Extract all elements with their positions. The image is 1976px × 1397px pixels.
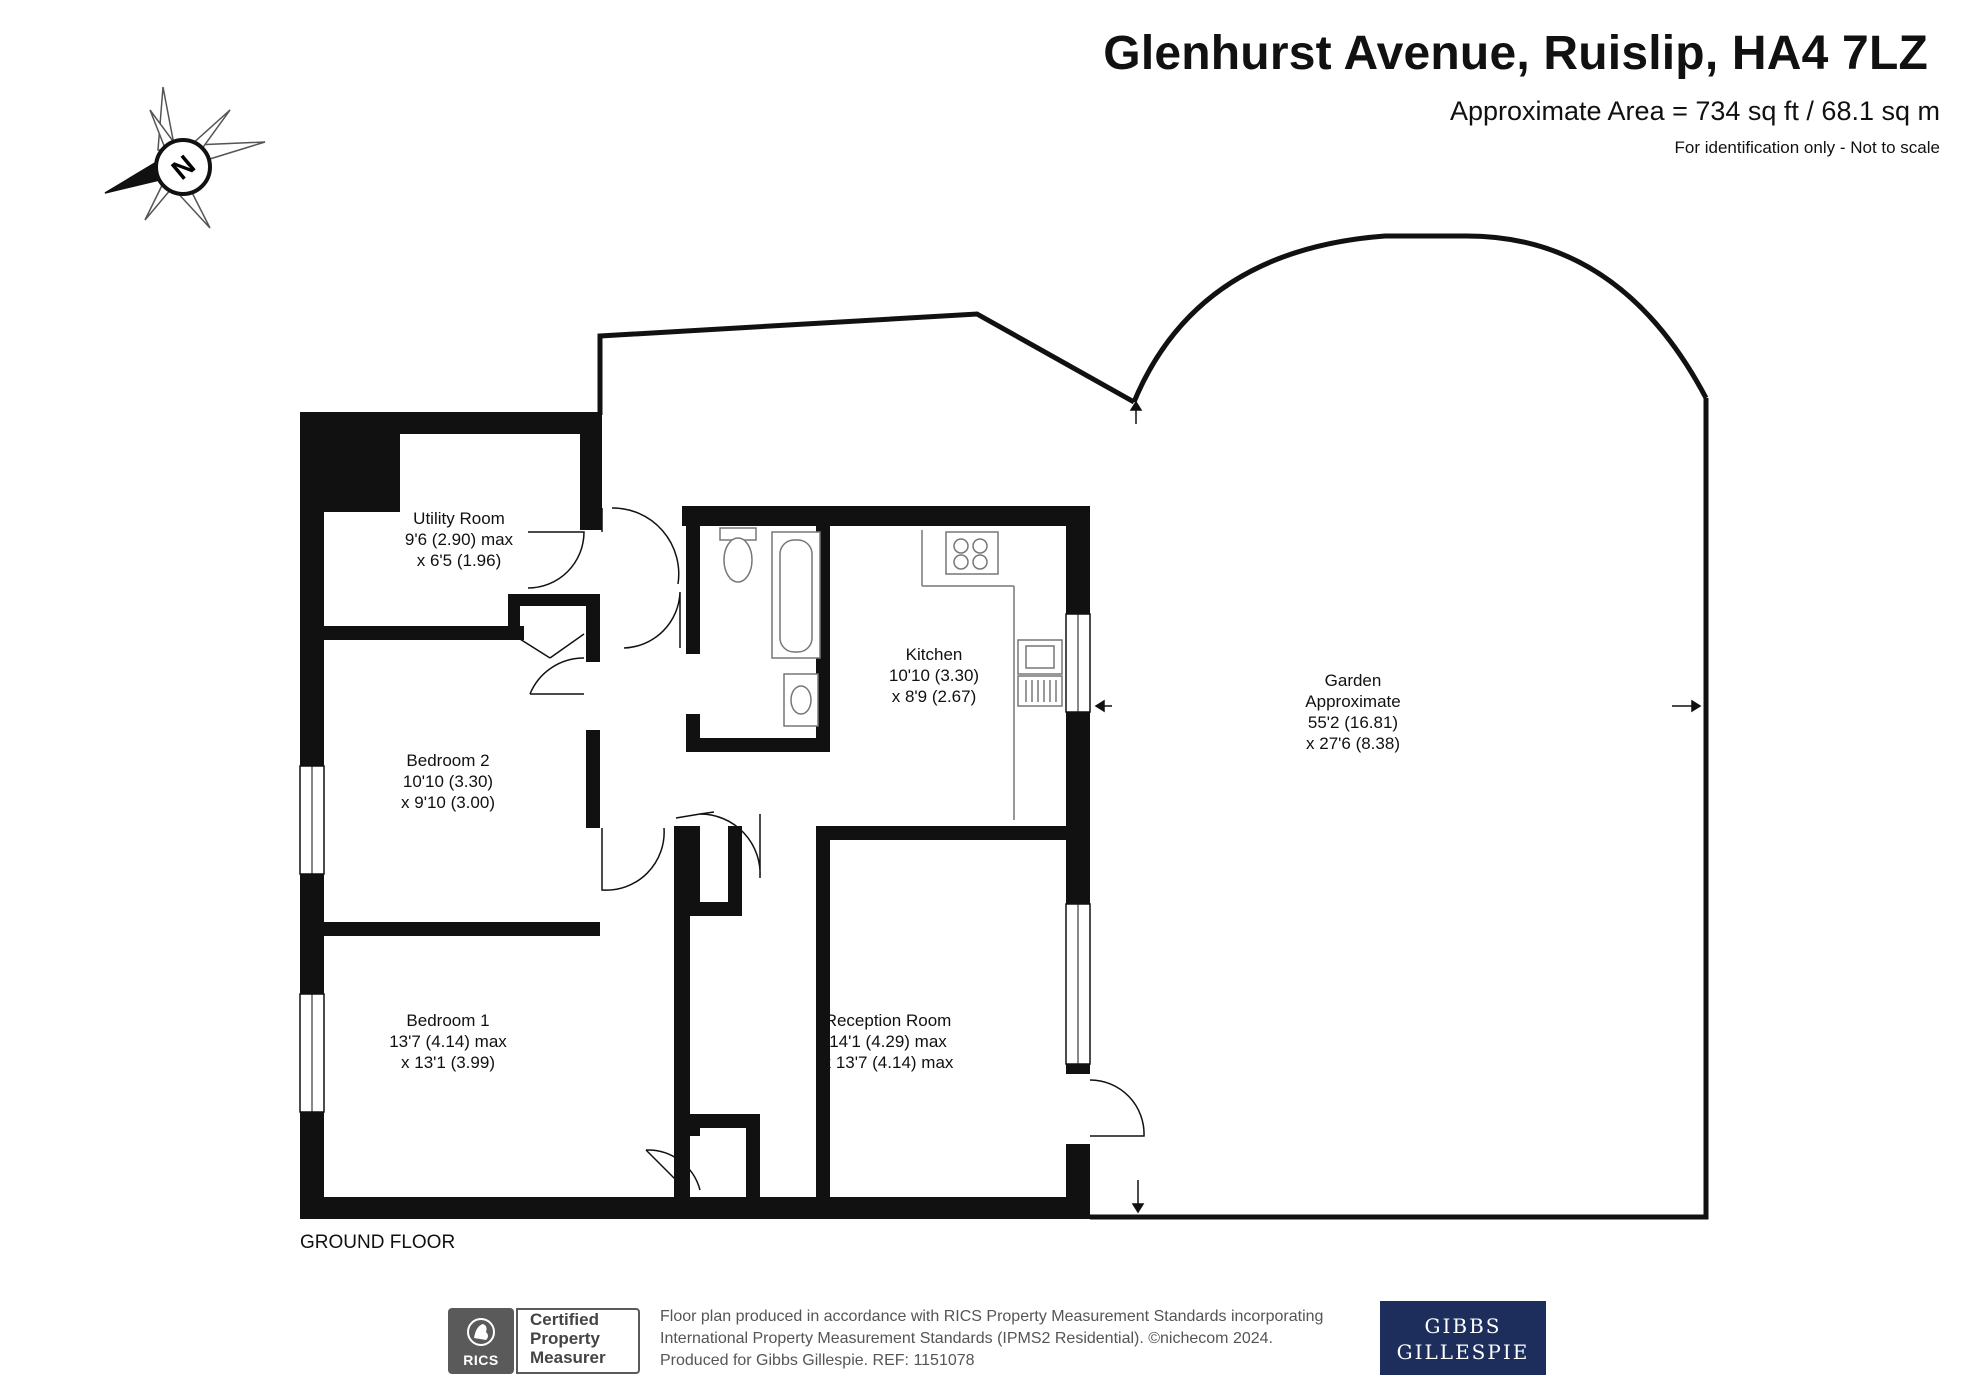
- certified-property-measurer: Certified Property Measurer: [516, 1308, 640, 1374]
- room-dimension: 9'6 (2.90) max: [404, 530, 514, 549]
- room-dimension: x 9'10 (3.00): [401, 793, 495, 812]
- brand-line: GIBBS: [1424, 1314, 1502, 1338]
- room-name: Utility Room: [413, 509, 505, 528]
- identification-note: For identification only - Not to scale: [1674, 138, 1940, 157]
- room-dimension: x 6'5 (1.96): [416, 551, 502, 570]
- compass-rose-icon: N: [104, 86, 266, 229]
- certified-line: Certified: [530, 1310, 599, 1329]
- room-label-utility: Utility Room 9'6 (2.90) max x 6'5 (1.96): [405, 508, 513, 571]
- certified-line: Measurer: [530, 1348, 606, 1367]
- room-dimension: x 8'9 (2.67): [891, 687, 977, 706]
- interior-walls: [324, 506, 1066, 1198]
- room-label-reception: Reception Room 14'1 (4.29) max x 13'7 (4…: [823, 1010, 954, 1073]
- room-name: Kitchen: [905, 645, 963, 664]
- room-dimension: 13'7 (4.14) max: [389, 1032, 507, 1051]
- kitchen-fixtures: [921, 530, 1063, 820]
- room-dimension: 10'10 (3.30): [888, 666, 980, 685]
- rics-logo: RICS: [448, 1308, 514, 1374]
- room-label-kitchen: Kitchen 10'10 (3.30) x 8'9 (2.67): [889, 644, 979, 707]
- room-dimension: 55'2 (16.81): [1307, 713, 1399, 732]
- certified-line: Property: [530, 1329, 600, 1348]
- rics-lion-icon: [467, 1318, 495, 1346]
- floor-label: GROUND FLOOR: [300, 1232, 456, 1253]
- room-label-bedroom-1: Bedroom 1 13'7 (4.14) max x 13'1 (3.99): [389, 1010, 507, 1073]
- doors: [511, 507, 1145, 1191]
- room-label-bedroom-2: Bedroom 2 10'10 (3.30) x 9'10 (3.00): [401, 750, 495, 813]
- room-note: Approximate: [1305, 692, 1401, 711]
- room-dimension: x 13'1 (3.99): [401, 1053, 495, 1072]
- disclaimer-line: Floor plan produced in accordance with R…: [660, 1308, 1324, 1325]
- room-name: Bedroom 1: [406, 1011, 490, 1030]
- room-dimension: x 27'6 (8.38): [1306, 734, 1400, 753]
- disclaimer-line: Produced for Gibbs Gillespie. REF: 11510…: [660, 1352, 975, 1369]
- room-dimension: 10'10 (3.30): [402, 772, 494, 791]
- room-dimension: 14'1 (4.29) max: [829, 1032, 947, 1051]
- bathroom-fixtures: [719, 527, 821, 727]
- disclaimer-line: International Property Measurement Stand…: [660, 1330, 1273, 1347]
- room-name: Reception Room: [824, 1011, 952, 1030]
- room-label-garden: Garden Approximate 55'2 (16.81) x 27'6 (…: [1305, 670, 1400, 754]
- brand-line: GILLESPIE: [1396, 1340, 1530, 1364]
- page-title: Glenhurst Avenue, Ruislip, HA4 7LZ: [1103, 27, 1928, 80]
- footer-disclaimer: Floor plan produced in accordance with R…: [660, 1306, 1323, 1372]
- approximate-area: Approximate Area = 734 sq ft / 68.1 sq m: [1449, 96, 1940, 126]
- room-name: Garden: [1324, 671, 1382, 690]
- rics-label: RICS: [463, 1352, 499, 1368]
- room-name: Bedroom 2: [406, 751, 490, 770]
- dimension-arrows: [1094, 400, 1702, 1214]
- windows: [299, 613, 1091, 1144]
- gibbs-gillespie-logo: GIBBS GILLESPIE: [1380, 1301, 1546, 1375]
- room-dimension: x 13'7 (4.14) max: [822, 1053, 954, 1072]
- garden-outline: [597, 233, 1709, 1220]
